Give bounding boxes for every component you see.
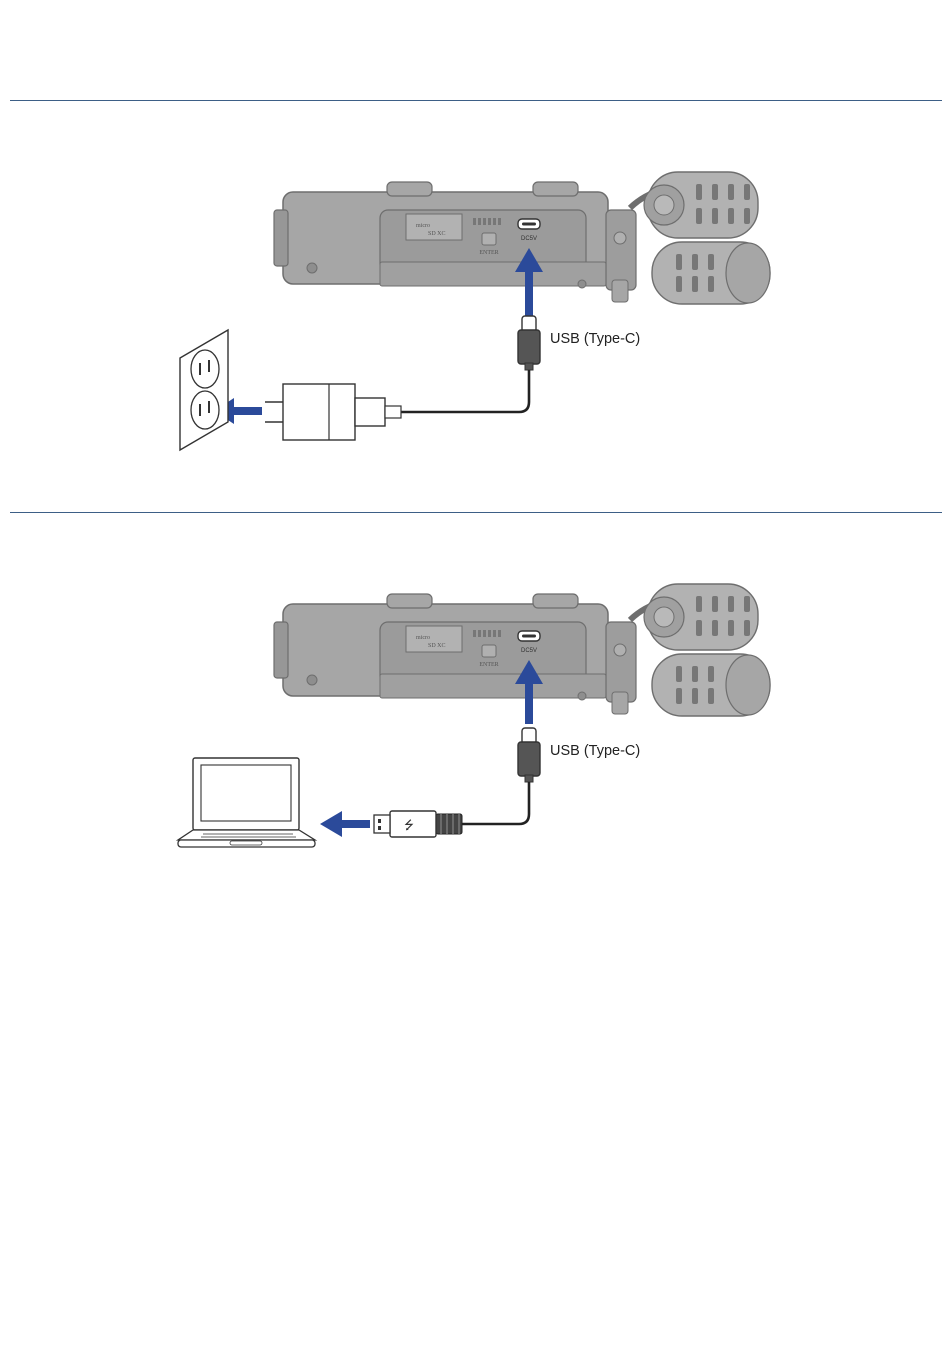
- svg-text:ENTER: ENTER: [479, 662, 498, 668]
- cable: [462, 782, 529, 824]
- cable-label: USB (Type-C): [550, 331, 640, 347]
- figure-ac-adapter: micro SD XC ENTER DC5V: [0, 170, 950, 470]
- svg-text:DC5V: DC5V: [521, 648, 537, 654]
- section-rule-1: [10, 100, 942, 101]
- svg-text:SD XC: SD XC: [428, 231, 446, 237]
- diagram-computer: micro SD XC ENTER DC5V: [0, 582, 950, 882]
- recorder-device-icon: micro SD XC ENTER DC5V: [274, 584, 770, 716]
- cable: [400, 370, 529, 412]
- section-rule-2: [10, 512, 942, 513]
- svg-text:DC5V: DC5V: [521, 236, 537, 242]
- plug-in-arrow-icon: [320, 811, 370, 837]
- svg-text:micro: micro: [416, 635, 430, 641]
- recorder-device-icon: micro SD XC ENTER DC5V: [274, 172, 770, 304]
- diagram-ac-adapter: micro SD XC ENTER DC5V: [0, 170, 950, 470]
- cable-label: USB (Type-C): [550, 743, 640, 759]
- svg-text:micro: micro: [416, 223, 430, 229]
- usb-c-plug-icon: [518, 316, 540, 370]
- ac-adapter-icon: [265, 384, 401, 440]
- svg-text:⭍: ⭍: [404, 818, 414, 832]
- svg-text:SD XC: SD XC: [428, 643, 446, 649]
- laptop-icon: [178, 758, 315, 847]
- usb-c-plug-icon: [518, 728, 540, 782]
- usb-a-plug-icon: ⭍: [374, 811, 462, 837]
- svg-text:ENTER: ENTER: [479, 250, 498, 256]
- figure-computer: micro SD XC ENTER DC5V: [0, 582, 950, 882]
- wall-outlet-icon: [180, 330, 228, 450]
